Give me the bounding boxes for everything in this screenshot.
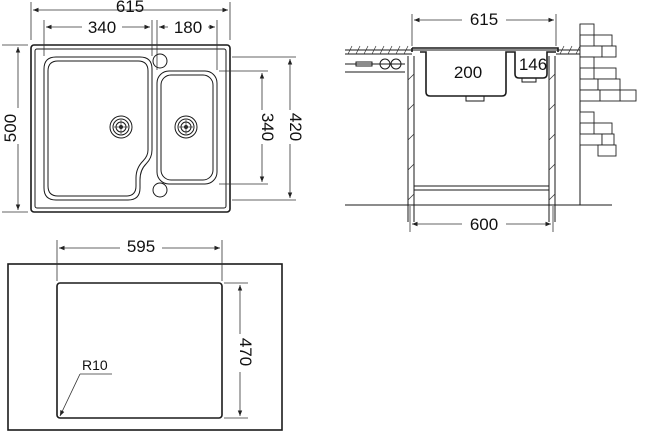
main-drain-icon: [109, 115, 133, 139]
dim-label-corner-radius: R10: [82, 357, 108, 373]
knob-icon: [379, 58, 391, 70]
handle-icon: [355, 61, 373, 67]
dim-label-right-bowl-width: 180: [174, 18, 202, 37]
brick-wall-icon: [579, 23, 637, 205]
main-bowl-outline: [43, 56, 153, 201]
dim-label-small-bowl-height: 340: [258, 113, 277, 141]
wall-hatch-left: [407, 73, 415, 201]
dim-label-overall-height: 500: [1, 114, 20, 142]
dim-label-cutout-width: 595: [127, 237, 155, 256]
dim-label-main-bowl-depth: 200: [454, 63, 482, 82]
dim-label-small-bowl-depth: 146: [519, 55, 547, 74]
top-view: 615 340 180 500 340 420: [1, 0, 305, 213]
knob-icon: [390, 58, 402, 70]
small-drain-profile: [521, 78, 537, 83]
small-bowl-inner: [160, 74, 214, 181]
sink-inner-outline: [34, 48, 227, 209]
tap-hole-icon: [152, 53, 168, 69]
dim-label-cutout-height: 470: [236, 338, 255, 366]
small-bowl-outline: [156, 70, 218, 185]
countertop-hatch: [347, 45, 581, 55]
sink-rim: [412, 47, 559, 52]
small-bowl-profile: [511, 51, 556, 79]
main-bowl-inner: [47, 60, 149, 197]
main-drain-profile: [465, 96, 485, 102]
cutout-view: 595 470 R10: [7, 237, 283, 431]
small-drain-icon: [174, 115, 198, 139]
countertop-outline: [7, 263, 283, 431]
dim-label-left-bowl-width: 340: [88, 18, 116, 37]
cutout-outline: [56, 282, 223, 419]
dim-label-cabinet-width: 600: [470, 215, 498, 234]
dim-label-side-top-width: 615: [470, 10, 498, 29]
sink-outer-outline: [30, 44, 231, 213]
overflow-hole-icon: [152, 182, 168, 198]
side-view: 615 200 146 600: [345, 10, 637, 234]
wall-hatch-right: [548, 73, 556, 201]
dim-label-overall-width: 615: [116, 0, 144, 16]
dim-label-bowl-height: 420: [286, 113, 305, 141]
radius-leader-line: [59, 373, 81, 417]
